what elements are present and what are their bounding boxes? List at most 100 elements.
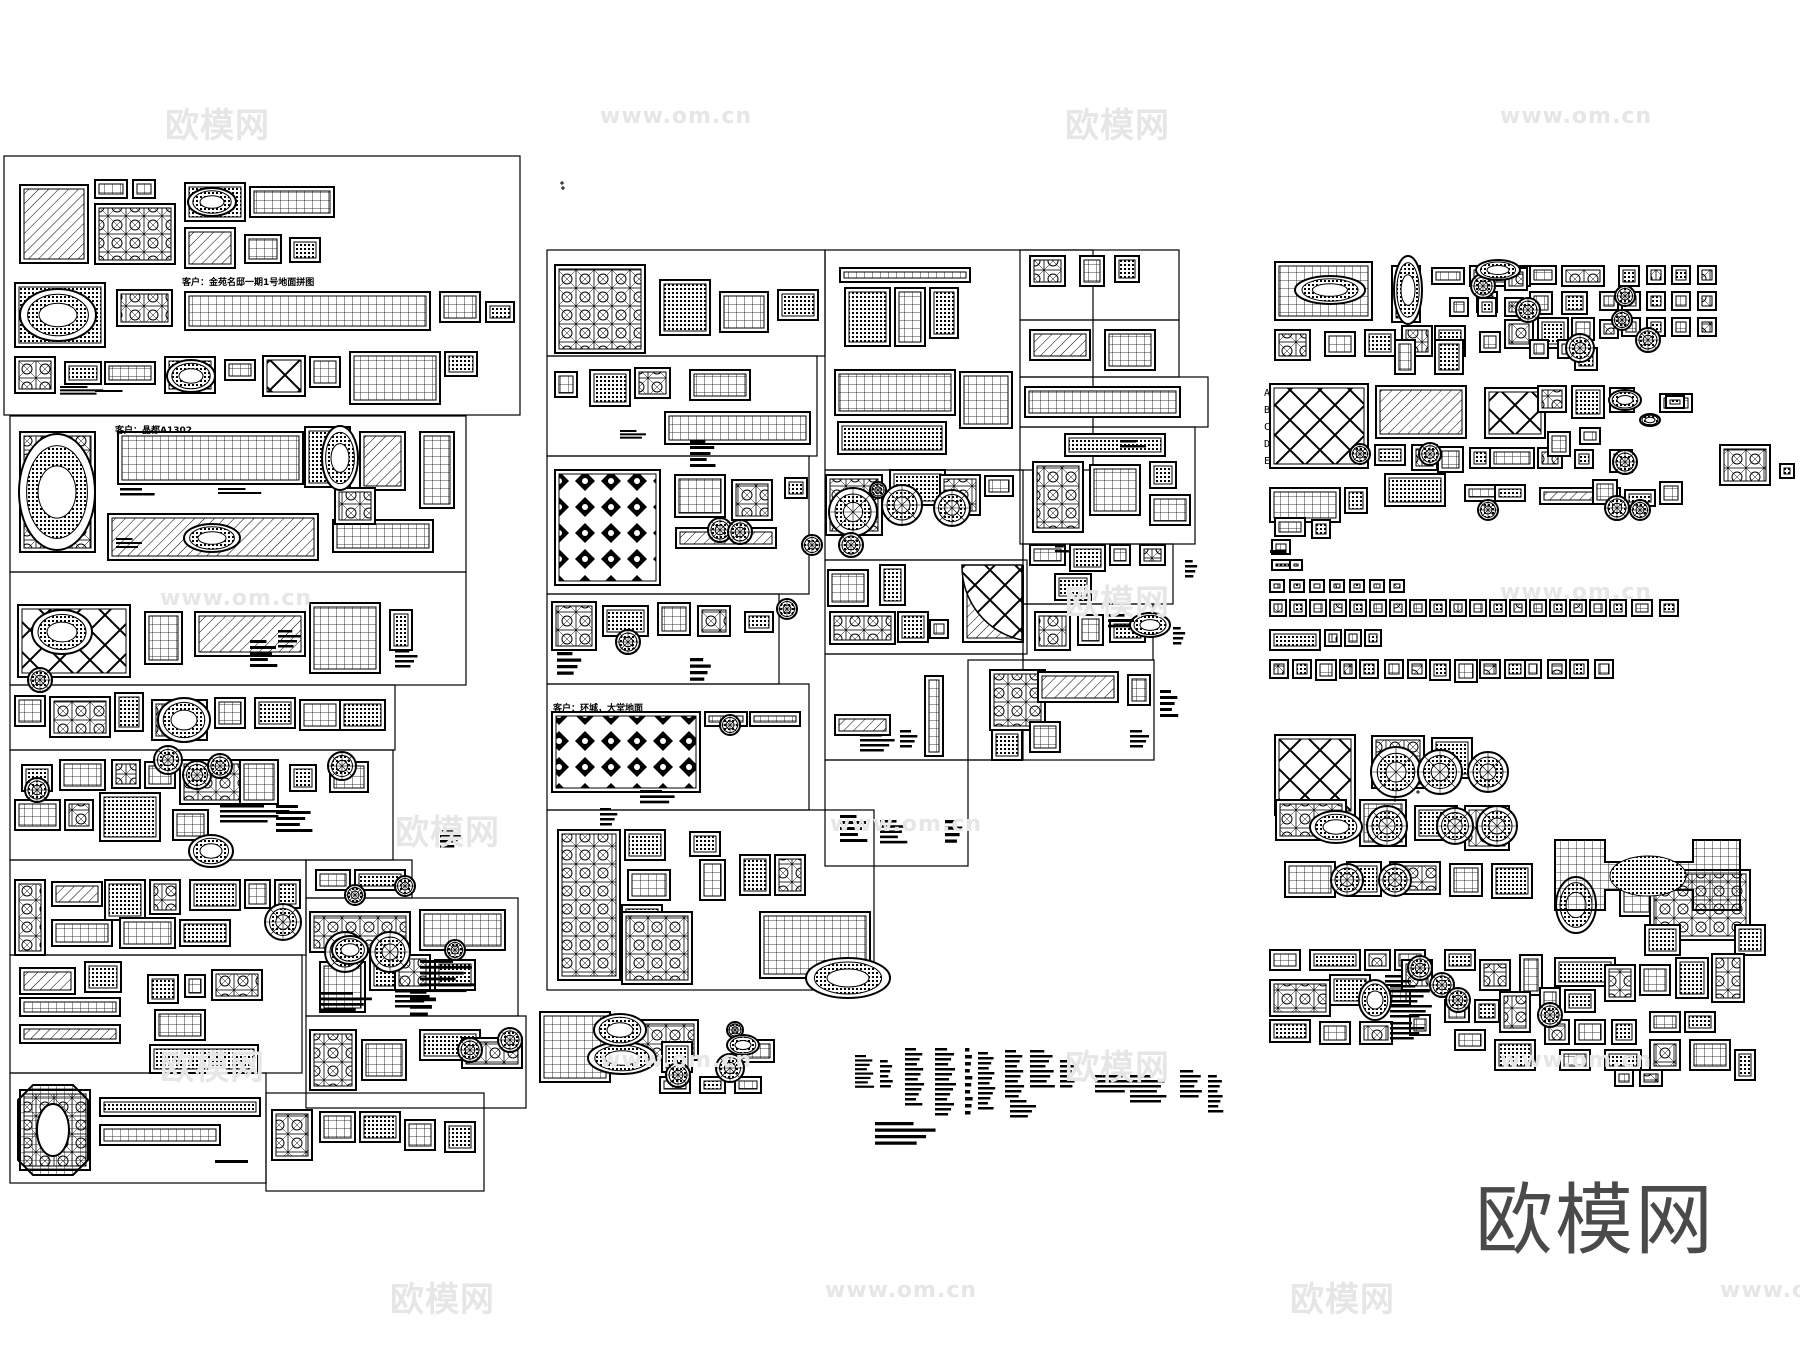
annotation-text-line — [640, 795, 675, 798]
medallion-ray — [1549, 1014, 1559, 1024]
annotation-text-line — [60, 392, 97, 395]
tile-panel-pattern — [1388, 477, 1442, 503]
annotation-text-line — [1030, 1085, 1055, 1088]
medallion-ray — [331, 755, 343, 767]
annotation-text-line — [855, 1076, 871, 1080]
tile-panel-pattern — [1558, 961, 1612, 983]
medallion-ray — [1496, 811, 1512, 827]
medallion-ray — [461, 1041, 471, 1051]
ellipse-center — [170, 709, 198, 731]
annotation-text-line — [220, 815, 279, 818]
tile-panel-pattern — [1458, 1033, 1482, 1047]
medallion-ray — [509, 1031, 519, 1041]
tile-panel-pattern — [933, 291, 955, 335]
annotation-text-line — [935, 1098, 948, 1101]
tile-panel-pattern — [1565, 295, 1584, 311]
tile-panel-pattern — [1701, 295, 1713, 307]
annotation-text-line — [1108, 614, 1125, 617]
annotation-text-line — [600, 808, 611, 811]
annotation-text-line — [116, 542, 142, 544]
annotation-text-line — [1095, 1085, 1132, 1088]
medallion-ray — [354, 894, 363, 903]
medallion-ray — [1429, 453, 1438, 462]
annotation-text-line — [945, 839, 957, 843]
annotation-text-line — [905, 1073, 921, 1076]
annotation-text-line — [905, 1053, 923, 1056]
annotation-text-line — [905, 1078, 918, 1081]
tile-panel-pattern — [1493, 451, 1531, 465]
tile-panel-pattern — [1508, 663, 1522, 675]
tile-panel-pattern — [1498, 1043, 1532, 1067]
medallion-ray — [1335, 868, 1348, 881]
tile-panel-pattern — [993, 673, 1042, 727]
tile-panel-pattern — [1575, 389, 1601, 415]
medallion-ray — [1487, 509, 1496, 518]
annotation-text-line — [840, 821, 866, 824]
medallion-ray — [1411, 959, 1421, 969]
annotation-text-line — [1130, 730, 1143, 733]
medallion-ray — [1386, 825, 1402, 841]
tile-panel-pattern — [1323, 1025, 1347, 1041]
annotation-text-line — [395, 1000, 425, 1003]
tile-panel-pattern — [258, 701, 292, 725]
medallion-ray — [939, 507, 953, 521]
annotation-text-line — [690, 458, 707, 461]
medallion-ray — [627, 641, 637, 651]
medallion-ray — [39, 671, 49, 681]
annotation-text-line — [978, 1087, 996, 1090]
medallion-ray — [951, 495, 965, 509]
medallion-ray — [397, 885, 406, 894]
annotation-text-line — [1390, 1032, 1420, 1035]
annotation-text-line — [840, 839, 868, 842]
sheet-title: 客户：环城，大堂地面 — [553, 704, 644, 714]
tile-panel-pattern — [668, 415, 807, 441]
tile-panel-pattern — [1153, 498, 1187, 522]
medallion-ray — [1372, 811, 1388, 827]
annotation-text-line — [1390, 1022, 1412, 1025]
annotation-text-line — [978, 1082, 990, 1085]
annotation-text-line — [905, 1048, 916, 1051]
tile-panel-pattern — [1533, 603, 1543, 613]
medallion-ray — [1647, 339, 1657, 349]
annotation-text-line — [935, 1108, 952, 1111]
medallion-ray — [454, 949, 463, 958]
tile-panel-pattern — [313, 1033, 353, 1087]
annotation-text-line — [1095, 1090, 1125, 1093]
annotation-text-line — [978, 1097, 991, 1100]
tile-panel-pattern — [365, 1043, 403, 1077]
annotation-text-line — [690, 658, 704, 662]
tile-panel-pattern — [1541, 321, 1565, 345]
tile-panel-pattern — [1608, 968, 1632, 998]
annotation-text-line — [1390, 1015, 1420, 1018]
annotation-text-line — [215, 1160, 248, 1163]
tile-panel-pattern — [1353, 583, 1361, 589]
annotation-text-line — [978, 1052, 988, 1055]
tile-panel-pattern — [1273, 953, 1297, 967]
medallion-ray — [1527, 309, 1537, 319]
tile-panel-pattern — [928, 679, 940, 753]
annotation-text-line — [640, 800, 670, 804]
medallion-ray — [811, 544, 820, 553]
medallion-ray — [331, 765, 343, 777]
tile-panel-pattern — [1353, 603, 1363, 613]
tile-panel-pattern — [278, 883, 297, 905]
annotation-text-line — [965, 1062, 971, 1066]
tile-panel-pattern — [253, 190, 331, 214]
annotation-text-line — [1095, 1075, 1123, 1078]
annotation-text-line — [880, 1085, 891, 1088]
medallion-ray — [196, 764, 208, 776]
annotation-text-line — [1173, 632, 1186, 635]
tile-panel-pattern — [1379, 389, 1463, 435]
medallion-ray — [1473, 757, 1489, 773]
annotation-text-line — [557, 665, 578, 669]
annotation-text-line — [905, 1093, 919, 1096]
medallion-ray — [1422, 453, 1431, 462]
tile-panel-pattern — [1481, 301, 1493, 313]
tile-panel-pattern — [63, 763, 102, 787]
annotation-text-line — [978, 1102, 988, 1105]
tile-panel-pattern — [593, 373, 627, 403]
tile-panel-pattern — [1488, 391, 1542, 435]
tile-panel-pattern — [1363, 1025, 1389, 1041]
annotation-text-line — [95, 390, 123, 392]
tile-panel-pattern — [1081, 618, 1100, 642]
